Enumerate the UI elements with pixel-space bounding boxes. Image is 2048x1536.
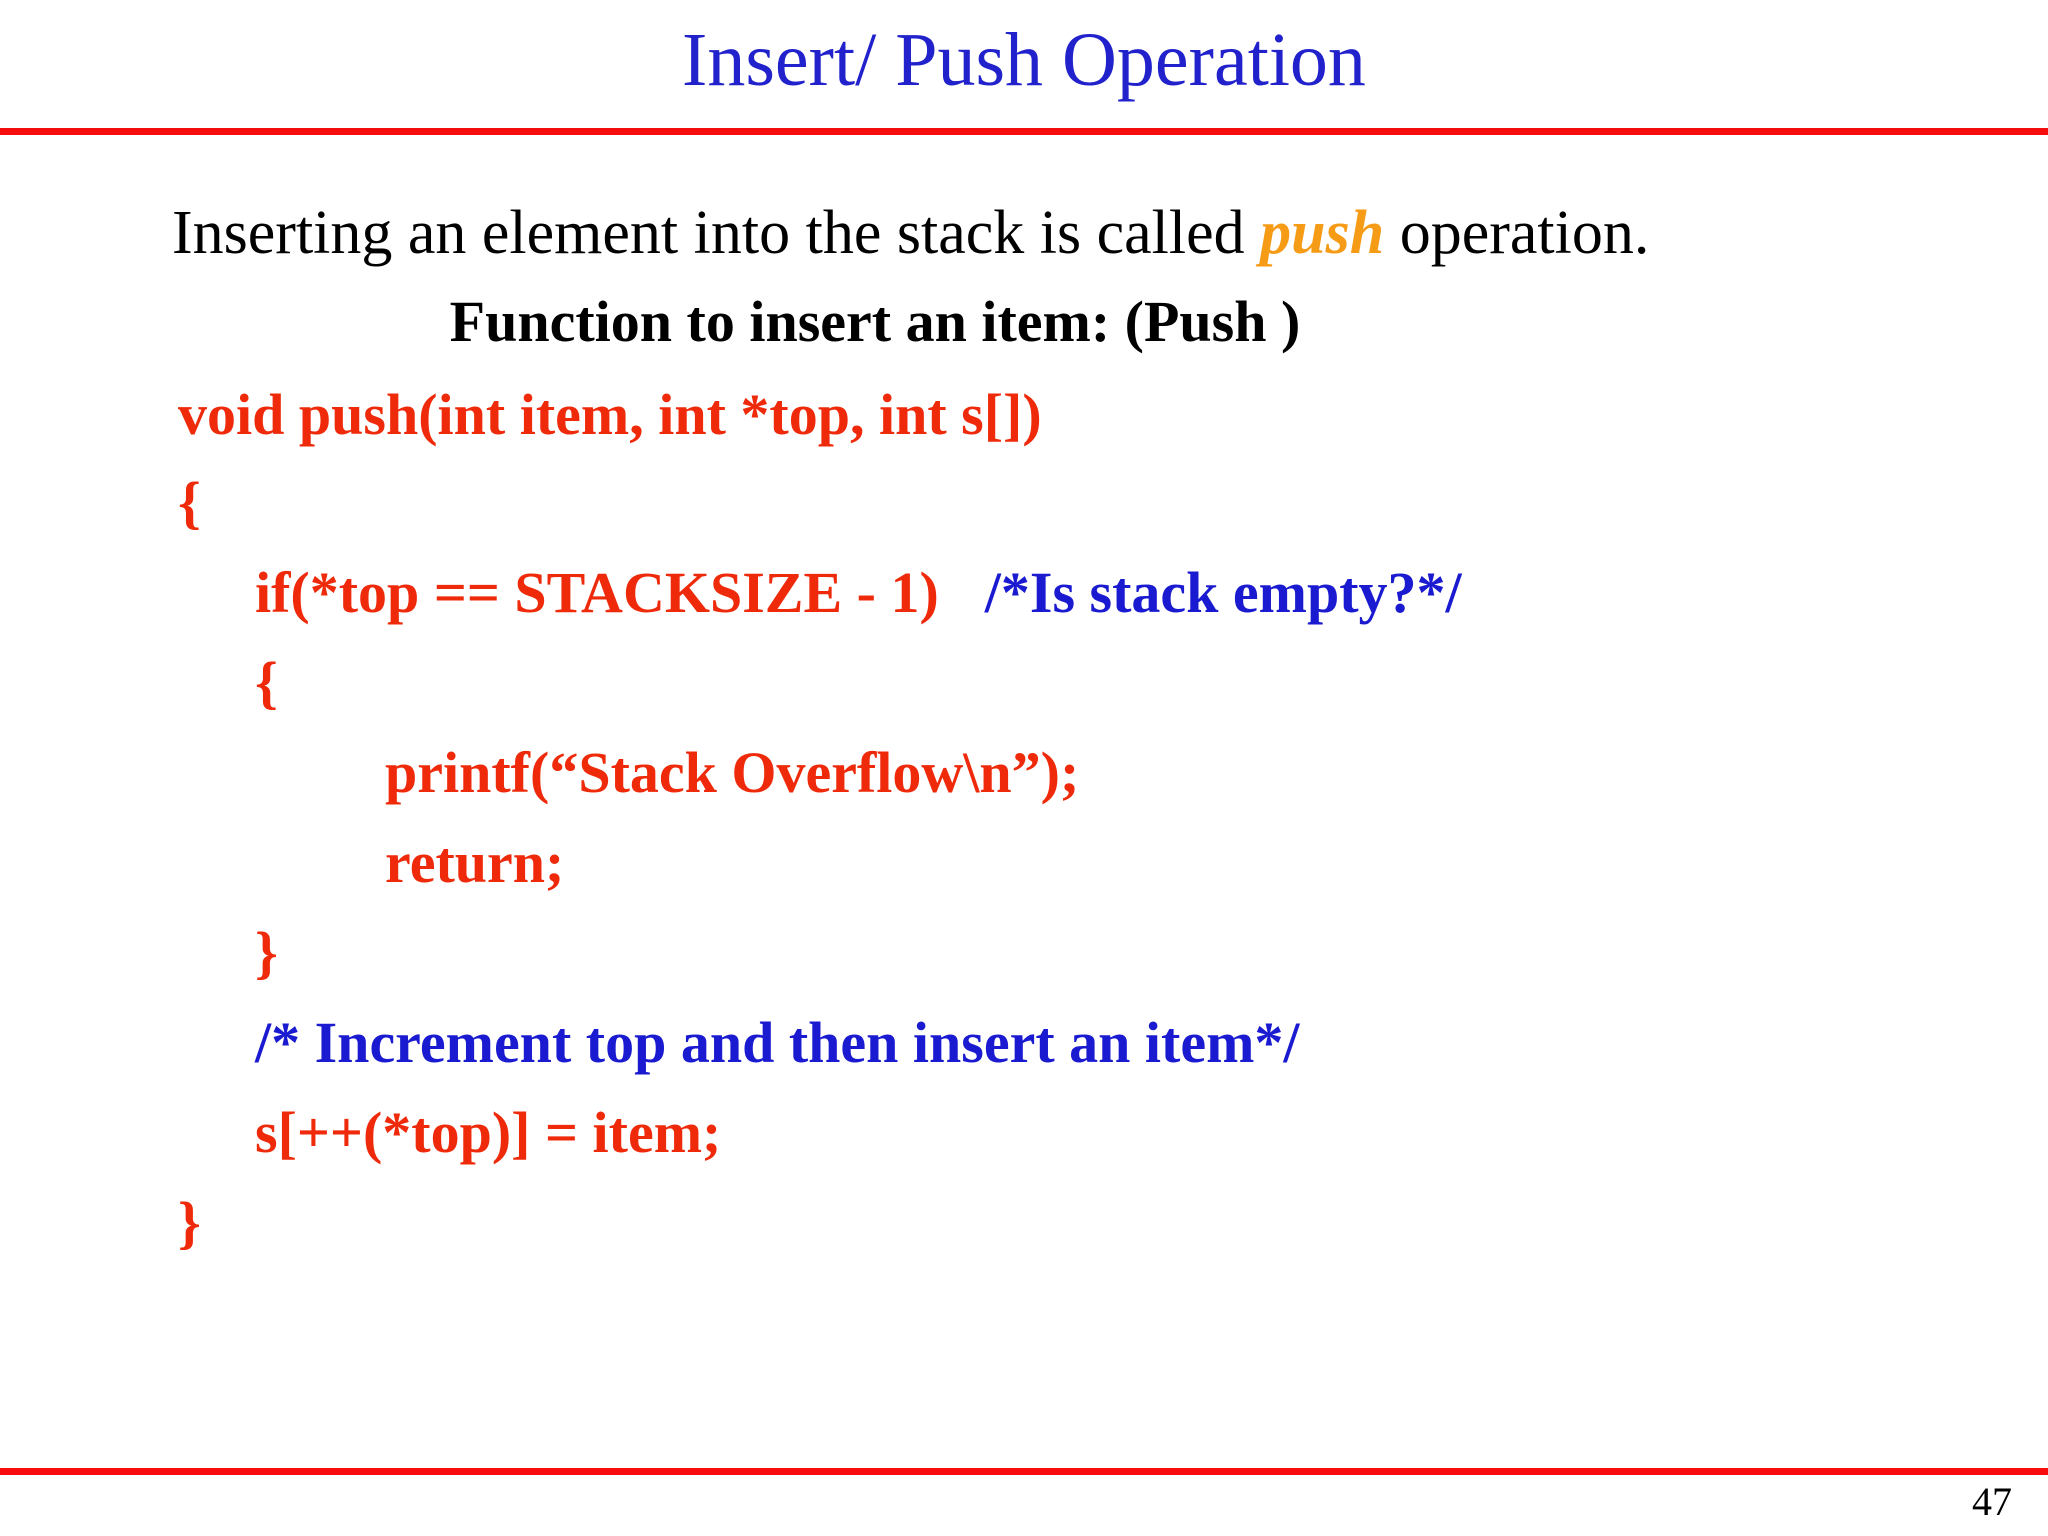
code-line-close-brace-inner: } xyxy=(255,924,278,982)
code-line-close-brace-outer: } xyxy=(178,1194,201,1252)
code-line-return: return; xyxy=(385,834,564,892)
code-line-increment-comment: /* Increment top and then insert an item… xyxy=(255,1014,1300,1072)
code-line-assignment: s[++(*top)] = item; xyxy=(255,1104,721,1162)
intro-text-after: operation. xyxy=(1384,199,1650,267)
code-line-open-brace-inner: { xyxy=(255,654,278,712)
code-line-signature: void push(int item, int *top, int s[]) xyxy=(178,386,1042,444)
footer-divider-rule xyxy=(0,1468,2048,1475)
page-title: Insert/ Push Operation xyxy=(682,18,1366,102)
intro-sentence: Inserting an element into the stack is c… xyxy=(172,202,1649,264)
code-comment: /* Increment top and then insert an item… xyxy=(255,1010,1300,1075)
code-text: } xyxy=(255,920,278,985)
code-text: if(*top == STACKSIZE - 1) xyxy=(255,560,939,625)
intro-text-before: Inserting an element into the stack is c… xyxy=(172,199,1261,267)
code-text: } xyxy=(178,1190,201,1255)
code-text: { xyxy=(255,650,278,715)
function-subtitle: Function to insert an item: (Push ) xyxy=(449,289,1301,354)
code-text: printf(“Stack Overflow\n”); xyxy=(385,740,1080,805)
page-number: 47 xyxy=(1972,1479,2012,1524)
push-keyword: push xyxy=(1260,199,1385,267)
code-line-open-brace-outer: { xyxy=(178,474,201,532)
code-comment: /*Is stack empty?*/ xyxy=(984,560,1462,625)
code-text: return; xyxy=(385,830,565,895)
header-divider-rule xyxy=(0,128,2048,135)
code-text: void push(int item, int *top, int s[]) xyxy=(178,382,1042,447)
code-line-if-statement: if(*top == STACKSIZE - 1)/*Is stack empt… xyxy=(255,564,1462,622)
code-text: { xyxy=(178,470,201,535)
code-text: s[++(*top)] = item; xyxy=(255,1100,722,1165)
code-line-printf: printf(“Stack Overflow\n”); xyxy=(385,744,1079,802)
